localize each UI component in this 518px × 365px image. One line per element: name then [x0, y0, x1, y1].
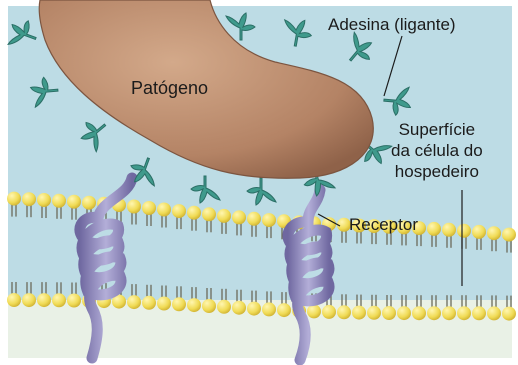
- receptor-label: Receptor: [349, 214, 418, 235]
- host-surface-label: Superfície da célula do hospedeiro: [391, 119, 483, 182]
- pathogen-label: Patógeno: [131, 78, 208, 99]
- host-surface-line-2: da célula do: [391, 140, 483, 161]
- host-surface-line-1: Superfície: [391, 119, 483, 140]
- adhesin-label: Adesina (ligante): [328, 14, 456, 35]
- host-surface-line-3: hospedeiro: [391, 161, 483, 182]
